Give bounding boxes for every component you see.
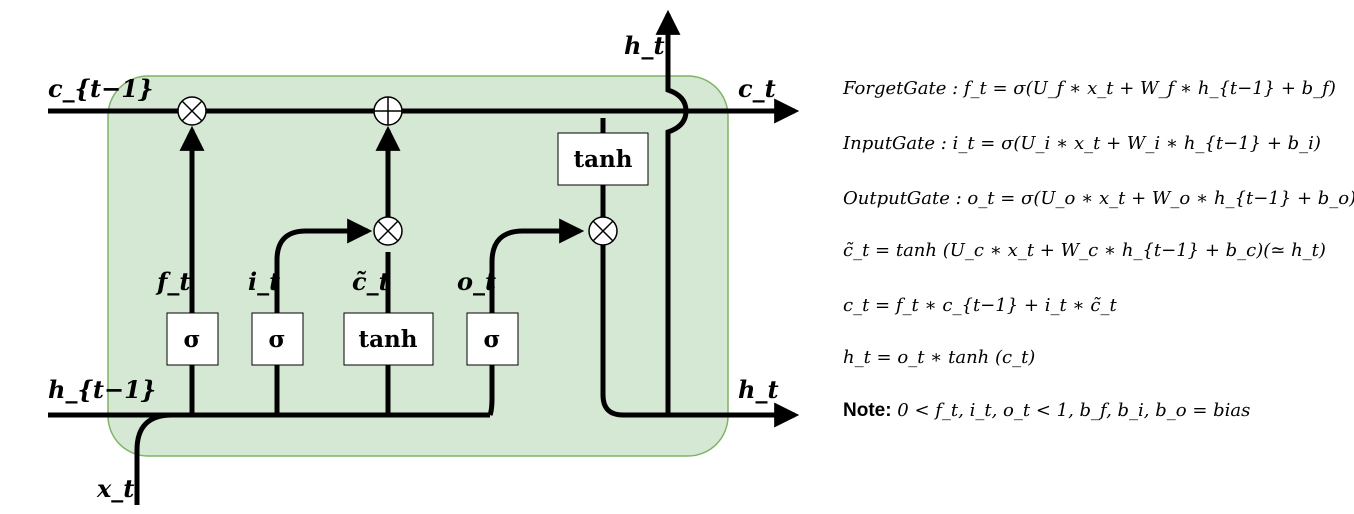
label-i-t: i_t [248,267,280,296]
lstm-cell-diagram: σ σ tanh σ tanh c_{t−1} c_t h_t h_{t−1} … [48,9,800,505]
forget-sigma-box: σ [166,312,219,366]
candidate-tanh-box: tanh [343,312,434,366]
cell-add-operator [373,96,403,126]
note-label: Note: [843,400,892,421]
output-multiply-operator [588,216,618,246]
cell-tanh-box: tanh [557,132,649,186]
hidden-state-equation: h_t = o_t ∗ tanh (c_t) [843,347,1036,368]
label-h-prev: h_{t−1} [48,375,156,404]
svg-text:σ: σ [269,326,286,353]
hidden-up-line [655,9,689,415]
hidden-output-line [600,118,800,428]
output-sigma-box: σ [466,312,519,366]
label-x-t: x_t [96,474,134,503]
input-multiply-operator [373,216,403,246]
label-c-t: c_t [738,74,776,103]
svg-text:tanh: tanh [359,326,418,353]
svg-text:tanh: tanh [574,146,633,173]
output-gate-line [487,218,585,416]
label-h-out: h_t [738,375,779,404]
candidate-equation: c̃_t = tanh (U_c ∗ x_t + W_c ∗ h_{t−1} +… [843,240,1326,261]
label-h-top: h_t [624,31,665,60]
x-input-line [134,412,190,505]
input-sigma-box: σ [251,312,304,366]
note-text: 0 < f_t, i_t, o_t < 1, b_f, b_i, b_o = b… [897,400,1251,421]
svg-text:σ: σ [184,326,201,353]
input-gate-line [274,218,373,415]
forget-gate-equation: ForgetGate : f_t = σ(U_f ∗ x_t + W_f ∗ h… [843,78,1336,99]
input-gate-equation: InputGate : i_t = σ(U_i ∗ x_t + W_i ∗ h_… [843,133,1321,154]
cell-state-equation: c_t = f_t ∗ c_{t−1} + i_t ∗ c̃_t [843,295,1117,316]
forget-multiply-operator [177,96,207,126]
label-c-tilde: c̃_t [352,267,390,296]
label-f-t: f_t [155,267,190,296]
label-c-prev: c_{t−1} [48,74,153,103]
output-gate-equation: OutputGate : o_t = σ(U_o ∗ x_t + W_o ∗ h… [843,188,1354,209]
note-line: Note: 0 < f_t, i_t, o_t < 1, b_f, b_i, b… [843,400,1250,422]
label-o-t: o_t [457,267,496,296]
svg-text:σ: σ [484,326,501,353]
